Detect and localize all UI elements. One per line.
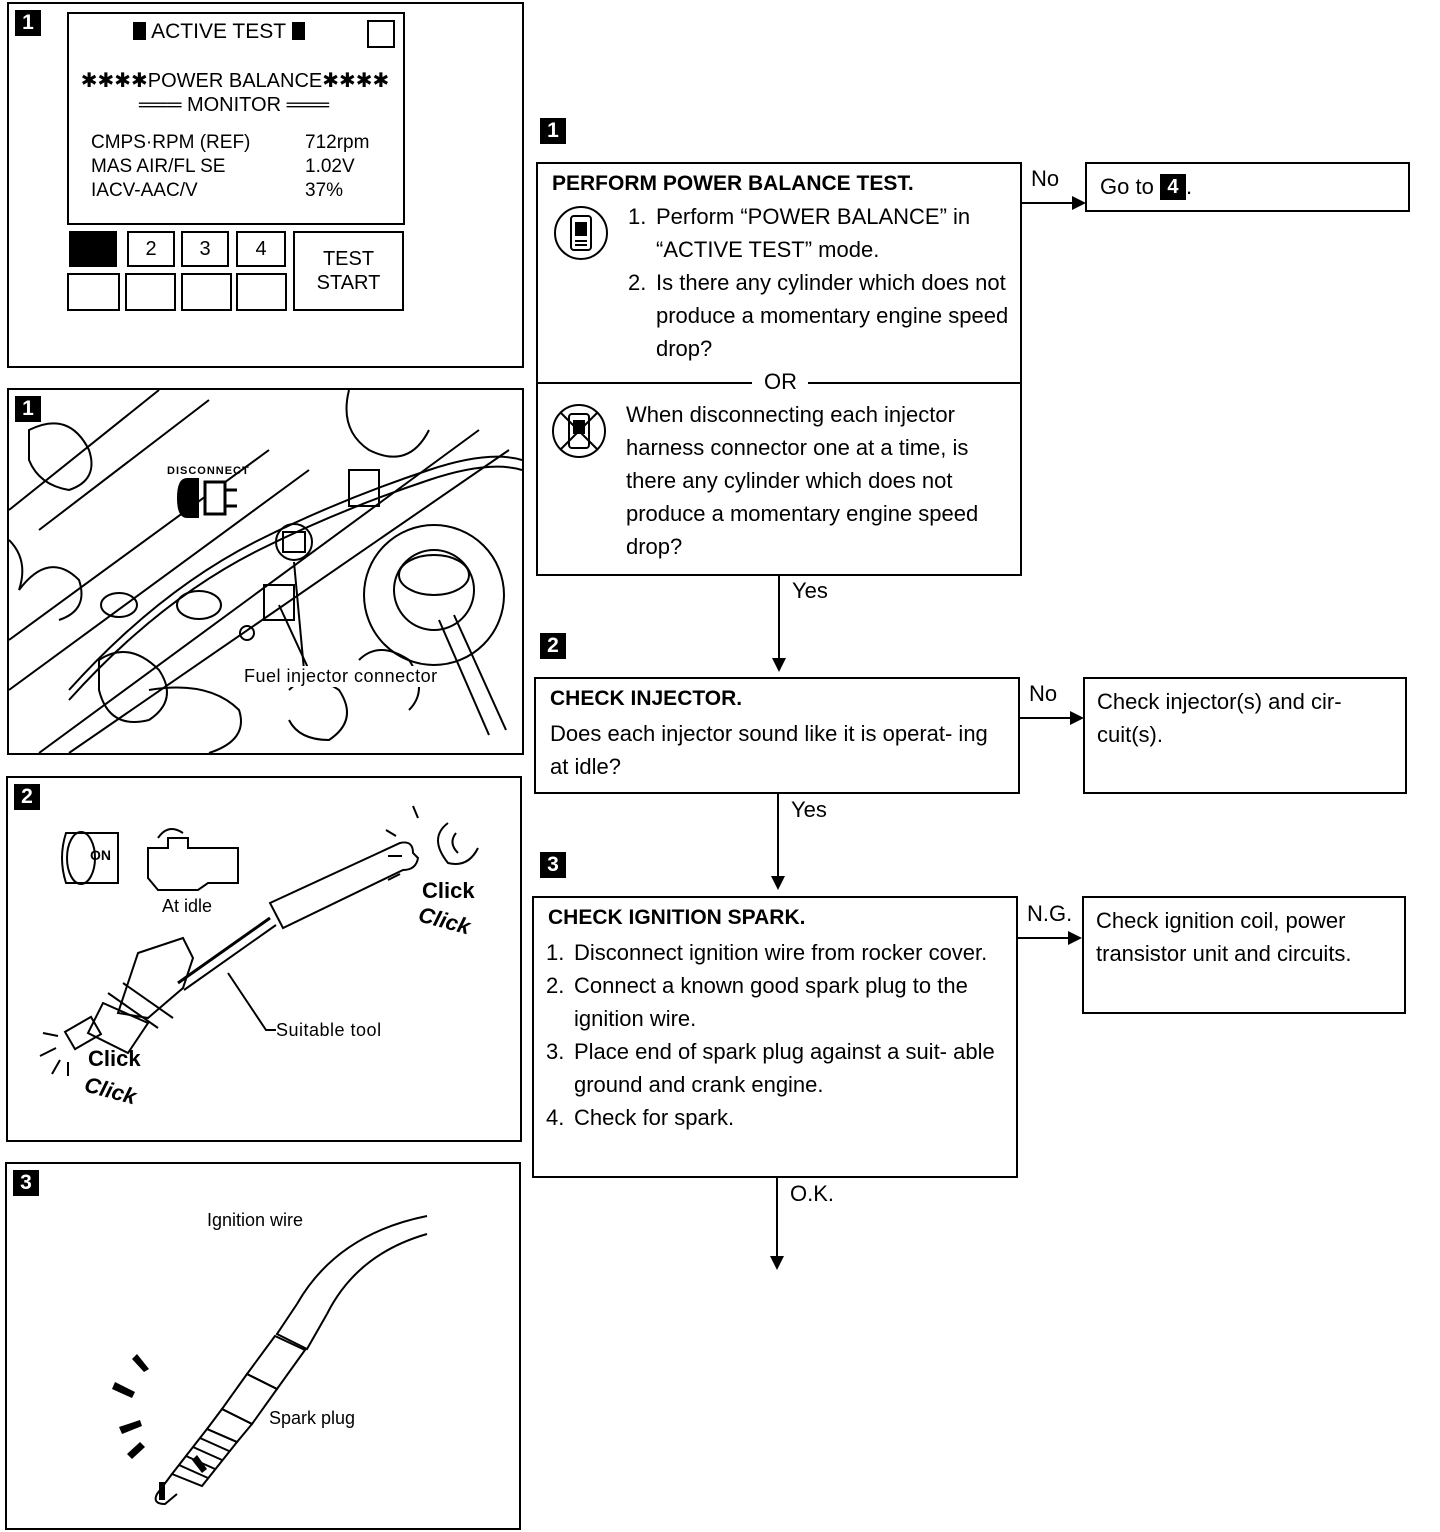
step2-no-label: No bbox=[1029, 681, 1058, 706]
step3-ok-connector bbox=[776, 1178, 778, 1260]
empty-button[interactable] bbox=[236, 273, 287, 311]
procedure-item: 2.Is there any cylinder which does not p… bbox=[628, 270, 1009, 361]
ignition-wire-label: Ignition wire bbox=[207, 1210, 304, 1230]
step1-yes-connector bbox=[778, 576, 780, 664]
figure-badge: 3 bbox=[13, 1170, 39, 1196]
step1-no-box: Go to 4. bbox=[1085, 162, 1410, 212]
cylinder-button-2[interactable]: 2 bbox=[127, 231, 175, 267]
ignition-on-label: ON bbox=[90, 847, 111, 863]
step1-title: PERFORM POWER BALANCE TEST. bbox=[552, 172, 914, 195]
or-divider-right bbox=[808, 382, 1020, 384]
step2-no-box: Check injector(s) and cir- cuit(s). bbox=[1083, 677, 1407, 794]
step4-ref-badge[interactable]: 4 bbox=[1159, 174, 1186, 200]
monitor-row-label: MAS AIR/FL SE bbox=[91, 156, 226, 177]
spark-plug-illustration bbox=[112, 1215, 428, 1506]
monitor-row-label: CMPS·RPM (REF) bbox=[91, 132, 251, 153]
monitor-row-value: 1.02V bbox=[305, 156, 355, 177]
injector-sound-illustration bbox=[39, 805, 479, 1076]
monitor-row-value: 712rpm bbox=[305, 132, 370, 153]
step1-no-label: No bbox=[1031, 166, 1060, 191]
at-idle-label: At idle bbox=[162, 896, 213, 916]
step2-yes-connector bbox=[777, 794, 779, 880]
step1-no-connector bbox=[1022, 202, 1074, 204]
go-to-step4: Go to 4. bbox=[1100, 174, 1193, 200]
step1-procedure-list: 1.Perform “POWER BALANCE” in “ACTIVE TES… bbox=[628, 200, 1018, 365]
step-badge: 3 bbox=[540, 852, 566, 878]
figure-panel-injector-sound: 2 bbox=[6, 776, 522, 1142]
consult-display: ACTIVE TEST ✱✱✱✱POWER BALANCE✱✱✱✱ ═══ MO… bbox=[67, 12, 405, 225]
screen-line-power-balance: ✱✱✱✱POWER BALANCE✱✱✱✱ bbox=[80, 70, 390, 92]
procedure-item: 1.Disconnect ignition wire from rocker c… bbox=[546, 940, 988, 965]
step3-title: CHECK IGNITION SPARK. bbox=[548, 906, 806, 929]
figure-badge: 2 bbox=[14, 784, 40, 810]
spark-plug-label: Spark plug bbox=[269, 1408, 356, 1428]
step3-procedure-list: 1.Disconnect ignition wire from rocker c… bbox=[546, 936, 1012, 1134]
step3-ng-connector bbox=[1018, 937, 1070, 939]
procedure-item: 2.Connect a known good spark plug to the… bbox=[546, 973, 968, 1031]
or-label: OR bbox=[764, 369, 797, 394]
step1-yes-label: Yes bbox=[792, 578, 828, 603]
figure-panel-consult-screen: 1 ACTIVE TEST ✱✱✱✱POWER BALANCE✱✱✱✱ ═══ … bbox=[7, 2, 524, 368]
test-start-line1: TEST bbox=[322, 248, 375, 270]
disconnect-icon bbox=[177, 478, 237, 518]
fuel-injector-connector-label: Fuel injector connector bbox=[241, 666, 441, 687]
arrow-right-icon bbox=[1068, 931, 1082, 945]
cylinder-button-3[interactable]: 3 bbox=[181, 231, 229, 267]
suitable-tool-label: Suitable tool bbox=[276, 1020, 382, 1040]
screen-title: ACTIVE TEST bbox=[151, 20, 286, 43]
click-label: Click bbox=[88, 1046, 141, 1071]
step2-text: Does each injector sound like it is oper… bbox=[550, 721, 988, 779]
monitor-row-value: 37% bbox=[305, 180, 344, 201]
arrow-down-icon bbox=[770, 1256, 784, 1270]
screen-checkbox[interactable] bbox=[367, 20, 395, 48]
step3-ng-box: Check ignition coil, power transistor un… bbox=[1082, 896, 1406, 1014]
figure-badge: 1 bbox=[15, 396, 41, 422]
step1-alternative-text: When disconnecting each injector harness… bbox=[626, 402, 979, 559]
test-start-line2: START bbox=[316, 272, 381, 294]
step2-no-connector bbox=[1020, 717, 1072, 719]
step3-box: CHECK IGNITION SPARK. 1.Disconnect ignit… bbox=[532, 896, 1018, 1178]
step3-ok-label: O.K. bbox=[790, 1181, 835, 1206]
empty-button[interactable] bbox=[181, 273, 232, 311]
step3-ng-label: N.G. bbox=[1027, 901, 1073, 926]
empty-button[interactable] bbox=[67, 273, 120, 311]
procedure-item: 4.Check for spark. bbox=[546, 1105, 735, 1130]
cylinder-button-4[interactable]: 4 bbox=[236, 231, 286, 267]
disconnect-label: DISCONNECT bbox=[167, 465, 250, 477]
engine-illustration bbox=[9, 390, 522, 753]
empty-button[interactable] bbox=[125, 273, 176, 311]
step2-yes-label: Yes bbox=[791, 797, 827, 822]
step2-box: CHECK INJECTOR. Does each injector sound… bbox=[534, 677, 1020, 794]
click-label: Click bbox=[422, 878, 475, 903]
step-badge: 1 bbox=[540, 118, 566, 144]
no-tool-icon bbox=[552, 404, 606, 458]
procedure-item: 3.Place end of spark plug against a suit… bbox=[546, 1039, 995, 1097]
cylinder-button-1[interactable]: 1 bbox=[69, 231, 117, 267]
consult-tool-icon bbox=[554, 206, 608, 260]
arrow-down-icon bbox=[772, 658, 786, 672]
step1-box: PERFORM POWER BALANCE TEST. 1.Perform “P… bbox=[536, 162, 1022, 576]
or-divider-left bbox=[538, 382, 752, 384]
arrow-right-icon bbox=[1070, 711, 1084, 725]
monitor-row-label: IACV-AAC/V bbox=[91, 180, 198, 201]
block-marker-icon bbox=[133, 22, 147, 40]
check-ignition-coil-text: Check ignition coil, power transistor un… bbox=[1096, 908, 1352, 966]
arrow-right-icon bbox=[1072, 196, 1086, 210]
check-injectors-text: Check injector(s) and cir- cuit(s). bbox=[1097, 689, 1342, 747]
screen-line-monitor: ═══ MONITOR ═══ bbox=[138, 94, 330, 116]
block-marker-icon bbox=[291, 22, 305, 40]
step2-title: CHECK INJECTOR. bbox=[550, 687, 743, 710]
screen-title-row: ACTIVE TEST bbox=[69, 20, 369, 44]
arrow-down-icon bbox=[771, 876, 785, 890]
test-start-button[interactable]: TEST START bbox=[293, 231, 404, 311]
figure-badge: 1 bbox=[15, 10, 41, 36]
procedure-item: 1.Perform “POWER BALANCE” in “ACTIVE TES… bbox=[628, 204, 971, 262]
figure-panel-injector-connector: 1 bbox=[7, 388, 524, 755]
figure-panel-spark-plug: 3 Ignition bbox=[5, 1162, 521, 1530]
step-badge: 2 bbox=[540, 633, 566, 659]
